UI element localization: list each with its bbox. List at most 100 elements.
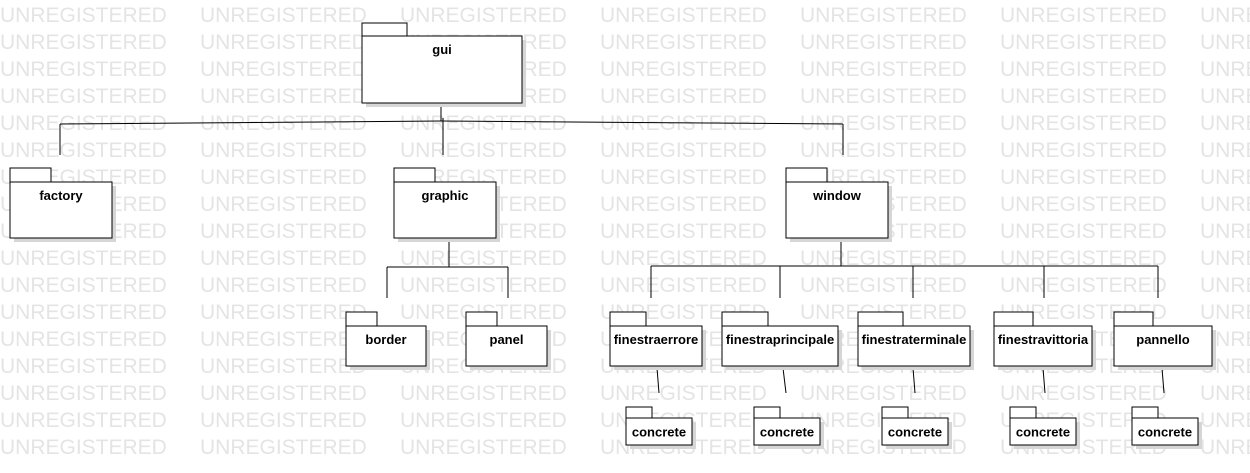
package-gui[interactable]: gui	[361, 22, 526, 107]
watermark-text: UNREGISTERED	[1200, 166, 1250, 189]
package-tab	[785, 167, 828, 183]
watermark-text: UNREGISTERED	[200, 220, 367, 243]
package-label: panel	[490, 332, 524, 347]
package-concrete_5[interactable]: concrete	[1131, 406, 1202, 449]
package-pannello[interactable]: pannello	[1113, 311, 1216, 370]
watermark-text: UNREGISTERED	[0, 31, 167, 54]
watermark-text: UNREGISTERED	[800, 58, 967, 81]
package-window[interactable]: window	[785, 167, 892, 242]
watermark-text: UNREGISTERED	[1000, 166, 1167, 189]
package-body	[361, 35, 523, 104]
watermark-text: UNREGISTERED	[200, 247, 367, 270]
watermark-text: UNREGISTERED	[600, 274, 767, 297]
containment-window	[650, 225, 1159, 298]
package-concrete_1[interactable]: concrete	[625, 406, 696, 449]
package-body	[345, 325, 427, 367]
watermark-text: UNREGISTERED	[0, 355, 167, 378]
package-factory[interactable]: factory	[9, 167, 116, 242]
package-label: factory	[39, 188, 83, 203]
watermark-text: UNREGISTERED	[1200, 274, 1250, 297]
packages: gui factory graphic window border panel finest…	[9, 22, 1216, 449]
watermark-text: UNREGISTERED	[1200, 382, 1250, 405]
package-label: finestraterminale	[862, 332, 967, 347]
package-concrete_4[interactable]: concrete	[1009, 406, 1080, 449]
watermark-text: UNREGISTERED	[400, 436, 567, 459]
package-tab	[753, 406, 781, 419]
watermark-text: UNREGISTERED	[600, 166, 767, 189]
package-tab	[1131, 406, 1159, 419]
package-finestravittoria[interactable]: finestravittoria	[993, 311, 1096, 370]
package-body	[393, 181, 497, 239]
package-label: concrete	[888, 425, 942, 440]
package-finestraerrore[interactable]: finestraerrore	[609, 311, 706, 370]
watermark-text: UNREGISTERED	[200, 409, 367, 432]
package-tab	[9, 167, 52, 183]
package-tab	[1113, 311, 1154, 327]
package-body	[1131, 417, 1199, 446]
edge-to-concrete_1	[656, 367, 660, 394]
watermark-text: UNREGISTERED	[1000, 112, 1167, 135]
package-tab	[609, 311, 647, 327]
package-body	[993, 325, 1093, 367]
package-label: concrete	[632, 425, 686, 440]
package-finestraprincipale[interactable]: finestraprincipale	[721, 311, 842, 370]
watermark-text: UNREGISTERED	[200, 193, 367, 216]
watermark-text: UNREGISTERED	[1200, 436, 1250, 459]
package-tab	[857, 311, 904, 327]
watermark-text: UNREGISTERED	[600, 58, 767, 81]
package-concrete_3[interactable]: concrete	[881, 406, 952, 449]
watermark-text: UNREGISTERED	[0, 247, 167, 270]
watermark-text: UNREGISTERED	[400, 382, 567, 405]
edge-bus	[59, 120, 442, 125]
watermark-text: UNREGISTERED	[600, 139, 767, 162]
watermark-text: UNREGISTERED	[1200, 31, 1250, 54]
watermark-text: UNREGISTERED	[200, 4, 367, 27]
package-body	[721, 325, 839, 367]
package-body	[465, 325, 548, 367]
watermark-text: UNREGISTERED	[600, 220, 767, 243]
package-graphic[interactable]: graphic	[393, 167, 500, 242]
package-tab	[1009, 406, 1037, 419]
watermark-text: UNREGISTERED	[1200, 220, 1250, 243]
package-panel[interactable]: panel	[465, 311, 551, 370]
watermark-text: UNREGISTERED	[0, 4, 167, 27]
watermark-text: UNREGISTERED	[1000, 274, 1167, 297]
package-label: window	[812, 188, 862, 203]
watermark-text: UNREGISTERED	[400, 247, 567, 270]
watermark-text: UNREGISTERED	[1200, 301, 1250, 324]
watermark-text: UNREGISTERED	[0, 301, 167, 324]
package-tab	[993, 311, 1034, 327]
package-tab	[393, 167, 436, 183]
package-label: pannello	[1136, 332, 1190, 347]
watermark-text: UNREGISTERED	[0, 58, 167, 81]
package-body	[785, 181, 889, 239]
watermark-text: UNREGISTERED	[400, 274, 567, 297]
watermark-text: UNREGISTERED	[400, 4, 567, 27]
watermark-text: UNREGISTERED	[0, 328, 167, 351]
package-concrete_2[interactable]: concrete	[753, 406, 824, 449]
package-tab	[625, 406, 653, 419]
edge-to-concrete_5	[1161, 367, 1165, 394]
watermark-text: UNREGISTERED	[1200, 85, 1250, 108]
package-tab	[361, 22, 408, 37]
watermark-text: UNREGISTERED	[400, 112, 567, 135]
watermark-text: UNREGISTERED	[800, 4, 967, 27]
package-label: concrete	[1138, 425, 1192, 440]
watermark-text: UNREGISTERED	[200, 274, 367, 297]
watermark-text: UNREGISTERED	[800, 274, 967, 297]
package-body	[881, 417, 949, 446]
package-label: concrete	[1016, 425, 1070, 440]
package-border[interactable]: border	[345, 311, 430, 370]
watermark-text: UNREGISTERED	[600, 85, 767, 108]
package-body	[625, 417, 693, 446]
watermark-text: UNREGISTERED	[1000, 220, 1167, 243]
watermark-text: UNREGISTERED	[0, 382, 167, 405]
watermark-text: UNREGISTERED	[1000, 382, 1167, 405]
watermark-text: UNREGISTERED	[0, 409, 167, 432]
watermark-text: UNREGISTERED	[1000, 4, 1167, 27]
package-finestraterminale[interactable]: finestraterminale	[857, 311, 974, 370]
watermark-text: UNREGISTERED	[200, 355, 367, 378]
watermark-text: UNREGISTERED	[1000, 31, 1167, 54]
